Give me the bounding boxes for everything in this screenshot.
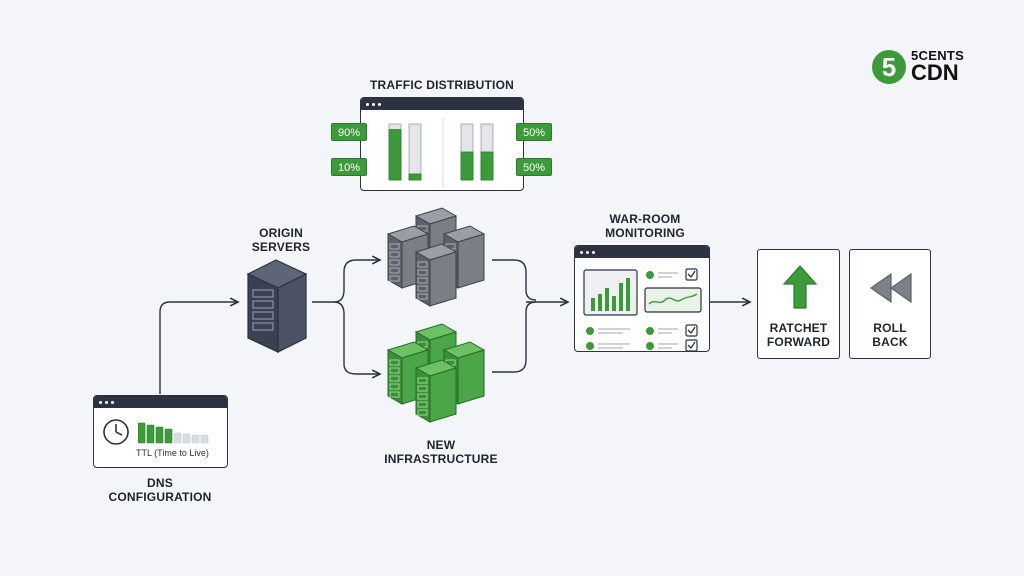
traffic-distribution-window (360, 97, 524, 191)
new-to-monitoring-connector (492, 301, 537, 373)
roll-back-button[interactable]: ROLL BACK (849, 249, 931, 359)
balanced-legacy-bar (460, 151, 474, 181)
new-infrastructure-cluster[interactable] (382, 320, 498, 432)
brand-5-badge-icon (872, 50, 906, 84)
ttl-caption: TTL (Time to Live) (136, 448, 209, 458)
dns-to-origin-arrow (159, 302, 238, 394)
brand-name-top: 5CENTS (911, 48, 965, 63)
server-tower (414, 359, 458, 423)
ratchet-forward-button[interactable]: RATCHET FORWARD (757, 249, 840, 359)
rewind-icon (869, 272, 912, 304)
origin-to-legacy-arrow (312, 260, 380, 303)
balanced-new-tag: 50% (516, 158, 552, 176)
brand-name-bottom: CDN (911, 60, 959, 85)
clock-icon (103, 419, 129, 445)
new-traffic-bar-track (408, 123, 422, 181)
dns-configuration-label: DNS CONFIGURATION (108, 476, 212, 504)
traffic-distribution-title: TRAFFIC DISTRIBUTION (370, 78, 514, 92)
war-room-monitoring-title: WAR-ROOM MONITORING (605, 212, 685, 240)
roll-back-label: ROLL BACK (872, 321, 908, 349)
origin-to-new-arrow (333, 301, 380, 374)
ttl-bar (155, 426, 164, 444)
ttl-bar (173, 432, 182, 444)
monitoring-dashboard (583, 268, 702, 351)
new-infrastructure-label: NEW INFRASTRUCTURE (384, 438, 498, 466)
origin-server-icon[interactable] (242, 256, 312, 356)
window-titlebar (575, 246, 709, 258)
ttl-bar (191, 434, 200, 444)
arrow-up-icon (782, 265, 818, 309)
ttl-bar (138, 422, 146, 444)
ttl-bar (164, 428, 173, 444)
ttl-bar (182, 433, 191, 444)
legacy-share-tag: 90% (331, 123, 367, 141)
ttl-bar (146, 424, 155, 444)
traffic-bars-chart (388, 118, 494, 188)
brand-logo: 5 5CENTS CDN (871, 46, 981, 86)
server-tower (414, 243, 458, 307)
war-room-monitoring-window (574, 245, 710, 352)
new-traffic-bar (408, 173, 422, 181)
legacy-server-cluster[interactable] (382, 204, 498, 316)
dns-configuration-window: TTL (Time to Live) (93, 395, 228, 468)
window-titlebar (361, 98, 523, 110)
new-share-tag: 10% (331, 158, 367, 176)
ratchet-forward-label: RATCHET FORWARD (766, 321, 831, 349)
ttl-level-bars (138, 422, 209, 444)
ttl-bar (200, 434, 209, 444)
window-titlebar (94, 396, 227, 408)
brand-digit: 5 (881, 52, 897, 82)
legacy-traffic-bar (388, 129, 402, 181)
balanced-new-bar (480, 151, 494, 181)
legacy-to-monitoring-connector (492, 259, 537, 301)
balanced-legacy-tag: 50% (516, 123, 552, 141)
origin-servers-label: ORIGIN SERVERS (251, 226, 311, 254)
